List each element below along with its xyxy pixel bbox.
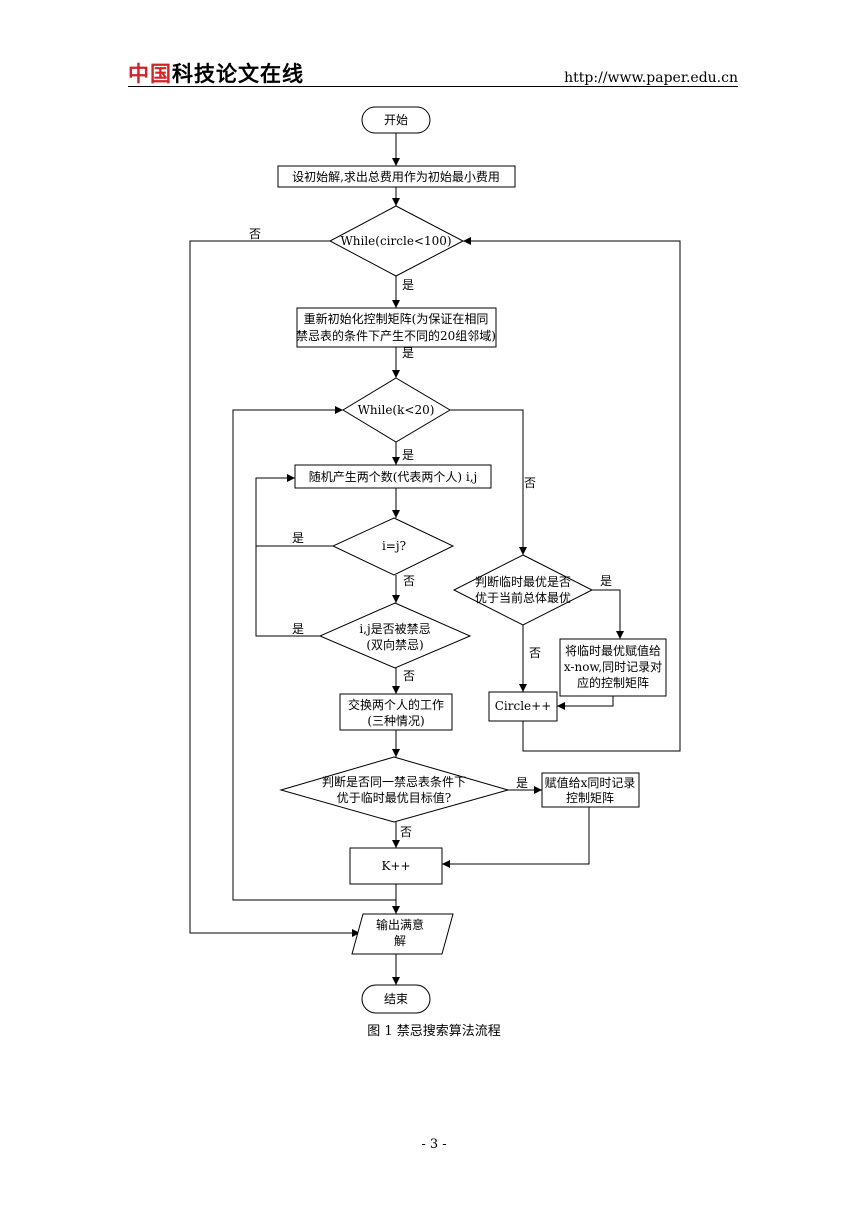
judge-label-line2: 优于当前总体最优 bbox=[475, 590, 571, 605]
assign-now-box: 将临时最优赋值给 x-now,同时记录对 应的控制矩阵 bbox=[559, 638, 667, 697]
label-no-tabu: 否 bbox=[403, 669, 415, 683]
circlepp-box: Circle++ bbox=[488, 691, 558, 722]
logo-red-text: 中国 bbox=[128, 62, 172, 86]
judge-decision: 判断临时最优是否 优于当前总体最优 bbox=[452, 554, 594, 626]
header-rule bbox=[128, 86, 738, 87]
label-yes-compare: 是 bbox=[516, 776, 528, 790]
output-node: 输出满意 解 bbox=[351, 913, 454, 955]
arrow-tabu-yes-to-random bbox=[255, 474, 320, 637]
assign-temp-label-line2: 控制矩阵 bbox=[566, 791, 614, 805]
label-yes-while-circle: 是 bbox=[402, 278, 414, 292]
label-yes-while-k: 是 bbox=[402, 448, 414, 462]
tabu-decision: i,j是否被禁忌 (双向禁忌) bbox=[318, 602, 472, 669]
swap-box: 交换两个人的工作 (三种情况) bbox=[339, 693, 453, 731]
init-label: 设初始解,求出总费用作为初始最小费用 bbox=[292, 170, 500, 184]
reinit-label-line2: 禁忌表的条件下产生不同的20组邻域) bbox=[296, 328, 496, 343]
label-yes-reinit: 是 bbox=[402, 346, 414, 360]
label-yes-judge: 是 bbox=[600, 574, 612, 588]
connectors bbox=[189, 133, 681, 985]
assign-temp-box: 赋值给x同时记录 控制矩阵 bbox=[541, 772, 640, 808]
journal-logo: 中国科技论文在线 bbox=[128, 58, 304, 88]
while-circle-decision: While(circle<100) bbox=[328, 205, 465, 277]
compare-decision: 判断是否同一禁忌表条件下 优于临时最优目标值? bbox=[279, 756, 510, 823]
branch-labels: 否 是 是 是 否 是 否 是 否 是 否 是 否 bbox=[249, 227, 612, 839]
assign-now-label-line3: 应的控制矩阵 bbox=[577, 675, 649, 690]
label-no-while-circle: 否 bbox=[249, 227, 261, 241]
judge-label-line1: 判断临时最优是否 bbox=[475, 574, 571, 589]
arrow-kpp-to-while-k bbox=[232, 406, 397, 901]
assign-temp-label-line1: 赋值给x同时记录 bbox=[545, 775, 636, 790]
while-k-label: While(k<20) bbox=[358, 403, 435, 417]
swap-label-line2: (三种情况) bbox=[367, 714, 424, 728]
ij-equal-label: i=j? bbox=[382, 539, 406, 553]
arrow-circlepp-to-while-circle bbox=[463, 237, 681, 752]
output-label-line2: 解 bbox=[394, 934, 406, 948]
compare-label-line2: 优于临时最优目标值? bbox=[337, 790, 451, 805]
compare-label-line1: 判断是否同一禁忌表条件下 bbox=[322, 774, 466, 789]
tabu-label-line2: (双向禁忌) bbox=[366, 637, 423, 652]
arrow-assign-now-to-circlepp bbox=[557, 696, 614, 710]
arrow-while-circle-no-to-output bbox=[189, 240, 360, 937]
circlepp-label: Circle++ bbox=[495, 699, 552, 713]
while-circle-label: While(circle<100) bbox=[340, 234, 451, 248]
kpp-box: K++ bbox=[349, 847, 443, 885]
header-url[interactable]: http://www.paper.edu.cn bbox=[564, 70, 738, 86]
assign-now-label-line1: 将临时最优赋值给 bbox=[565, 643, 661, 658]
random-box: 随机产生两个数(代表两个人) i,j bbox=[294, 464, 492, 489]
swap-label-line1: 交换两个人的工作 bbox=[348, 697, 444, 712]
arrow-judge-yes-to-assign-now bbox=[592, 589, 624, 639]
init-box: 设初始解,求出总费用作为初始最小费用 bbox=[277, 165, 516, 188]
ij-equal-decision: i=j? bbox=[331, 517, 455, 576]
label-no-while-k: 否 bbox=[524, 476, 536, 490]
while-k-decision: While(k<20) bbox=[342, 377, 451, 443]
start-label: 开始 bbox=[384, 113, 408, 127]
page-number: - 3 - bbox=[421, 1137, 447, 1152]
label-yes-ij-equal: 是 bbox=[292, 531, 304, 545]
reinit-label-line1: 重新初始化控制矩阵(为保证在相同 bbox=[304, 311, 489, 326]
arrow-while-k-no-to-judge bbox=[450, 409, 527, 555]
output-label-line1: 输出满意 bbox=[376, 917, 424, 932]
logo-black-text: 科技论文在线 bbox=[172, 62, 304, 86]
label-no-ij-equal: 否 bbox=[403, 574, 415, 588]
figure-caption: 图 1 禁忌搜索算法流程 bbox=[367, 1024, 501, 1039]
tabu-label-line1: i,j是否被禁忌 bbox=[359, 622, 430, 636]
reinit-box: 重新初始化控制矩阵(为保证在相同 禁忌表的条件下产生不同的20组邻域) bbox=[296, 307, 497, 348]
end-label: 结束 bbox=[384, 992, 408, 1006]
start-node: 开始 bbox=[361, 106, 431, 134]
label-no-compare: 否 bbox=[400, 825, 412, 839]
kpp-label: K++ bbox=[381, 859, 410, 873]
end-node: 结束 bbox=[361, 984, 431, 1014]
assign-now-label-line2: x-now,同时记录对 bbox=[564, 660, 662, 674]
arrow-assign-temp-to-kpp bbox=[442, 807, 590, 868]
random-label: 随机产生两个数(代表两个人) i,j bbox=[309, 469, 478, 484]
label-yes-tabu: 是 bbox=[292, 622, 304, 636]
label-no-judge: 否 bbox=[529, 646, 541, 660]
